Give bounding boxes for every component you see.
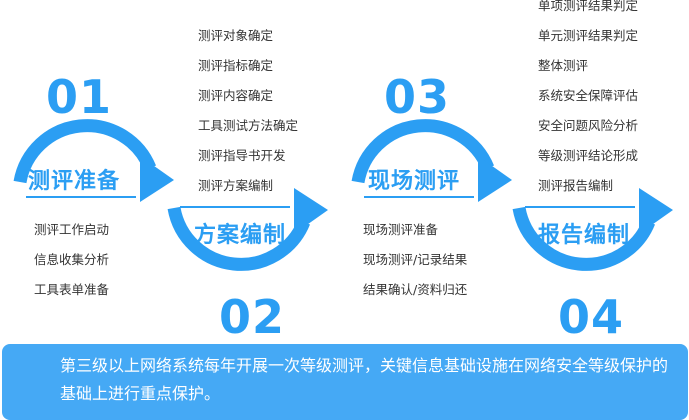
stage-01-list: 测评工作启动 信息收集分析 工具表单准备 xyxy=(34,215,109,305)
stage-02-arc xyxy=(167,206,311,271)
stage-01-underline xyxy=(26,196,136,198)
list-item: 单元测评结果判定 xyxy=(538,28,639,43)
list-item: 单项测评结果判定 xyxy=(538,0,639,13)
list-item: 现场测评准备 xyxy=(363,222,439,237)
stage-03-arc xyxy=(351,119,495,184)
list-item: 安全问题风险分析 xyxy=(538,118,639,133)
stage-04-list: 单项测评结果判定 单元测评结果判定 整体测评 系统安全保障评估 安全问题风险分析… xyxy=(538,0,638,201)
stage-02-underline xyxy=(180,206,290,208)
list-item: 整体测评 xyxy=(538,58,589,73)
stage-03-list: 现场测评准备 现场测评/记录结果 结果确认/资料归还 xyxy=(363,215,467,305)
list-item: 测评内容确定 xyxy=(198,88,274,103)
list-item: 工具表单准备 xyxy=(34,282,110,297)
stage-02-arrow-icon xyxy=(294,188,328,234)
stage-03-number: 03 xyxy=(384,70,451,124)
summary-banner: 第三级以上网络系统每年开展一次等级测评，关键信息基础设施在网络安全等级保护的基础… xyxy=(2,344,688,420)
stage-04-title: 报告编制 xyxy=(538,223,631,248)
stage-03-arrow-icon xyxy=(478,156,512,202)
stage-02-number: 02 xyxy=(219,290,286,344)
list-item: 等级测评结论形成 xyxy=(538,148,639,163)
stage-arcs xyxy=(13,119,673,271)
stage-01-title: 测评准备 xyxy=(28,169,121,194)
list-item: 测评指导书开发 xyxy=(198,148,286,163)
stage-04-arc xyxy=(512,206,656,271)
stage-03-underline xyxy=(364,196,474,198)
summary-text: 第三级以上网络系统每年开展一次等级测评，关键信息基础设施在网络安全等级保护的基础… xyxy=(60,356,669,403)
list-item: 现场测评/记录结果 xyxy=(363,252,468,267)
stage-01-arrow-icon xyxy=(140,156,174,202)
list-item: 测评对象确定 xyxy=(198,28,274,43)
list-item: 测评方案编制 xyxy=(198,178,274,193)
stage-04-number: 04 xyxy=(558,290,625,344)
stage-01-number: 01 xyxy=(46,70,113,124)
list-item: 信息收集分析 xyxy=(34,252,110,267)
stage-03-title: 现场测评 xyxy=(368,169,461,194)
list-item: 工具测试方法确定 xyxy=(198,118,299,133)
stage-04-underline xyxy=(525,206,635,208)
list-item: 系统安全保障评估 xyxy=(538,88,639,103)
stage-02-list: 测评对象确定 测评指标确定 测评内容确定 工具测试方法确定 测评指导书开发 测评… xyxy=(198,21,298,201)
stage-04-arrow-icon xyxy=(639,188,673,234)
list-item: 测评工作启动 xyxy=(34,222,110,237)
stage-01-arc xyxy=(13,119,157,184)
list-item: 测评指标确定 xyxy=(198,58,274,73)
list-item: 测评报告编制 xyxy=(538,178,614,193)
stage-02-title: 方案编制 xyxy=(194,223,287,248)
list-item: 结果确认/资料归还 xyxy=(363,282,468,297)
